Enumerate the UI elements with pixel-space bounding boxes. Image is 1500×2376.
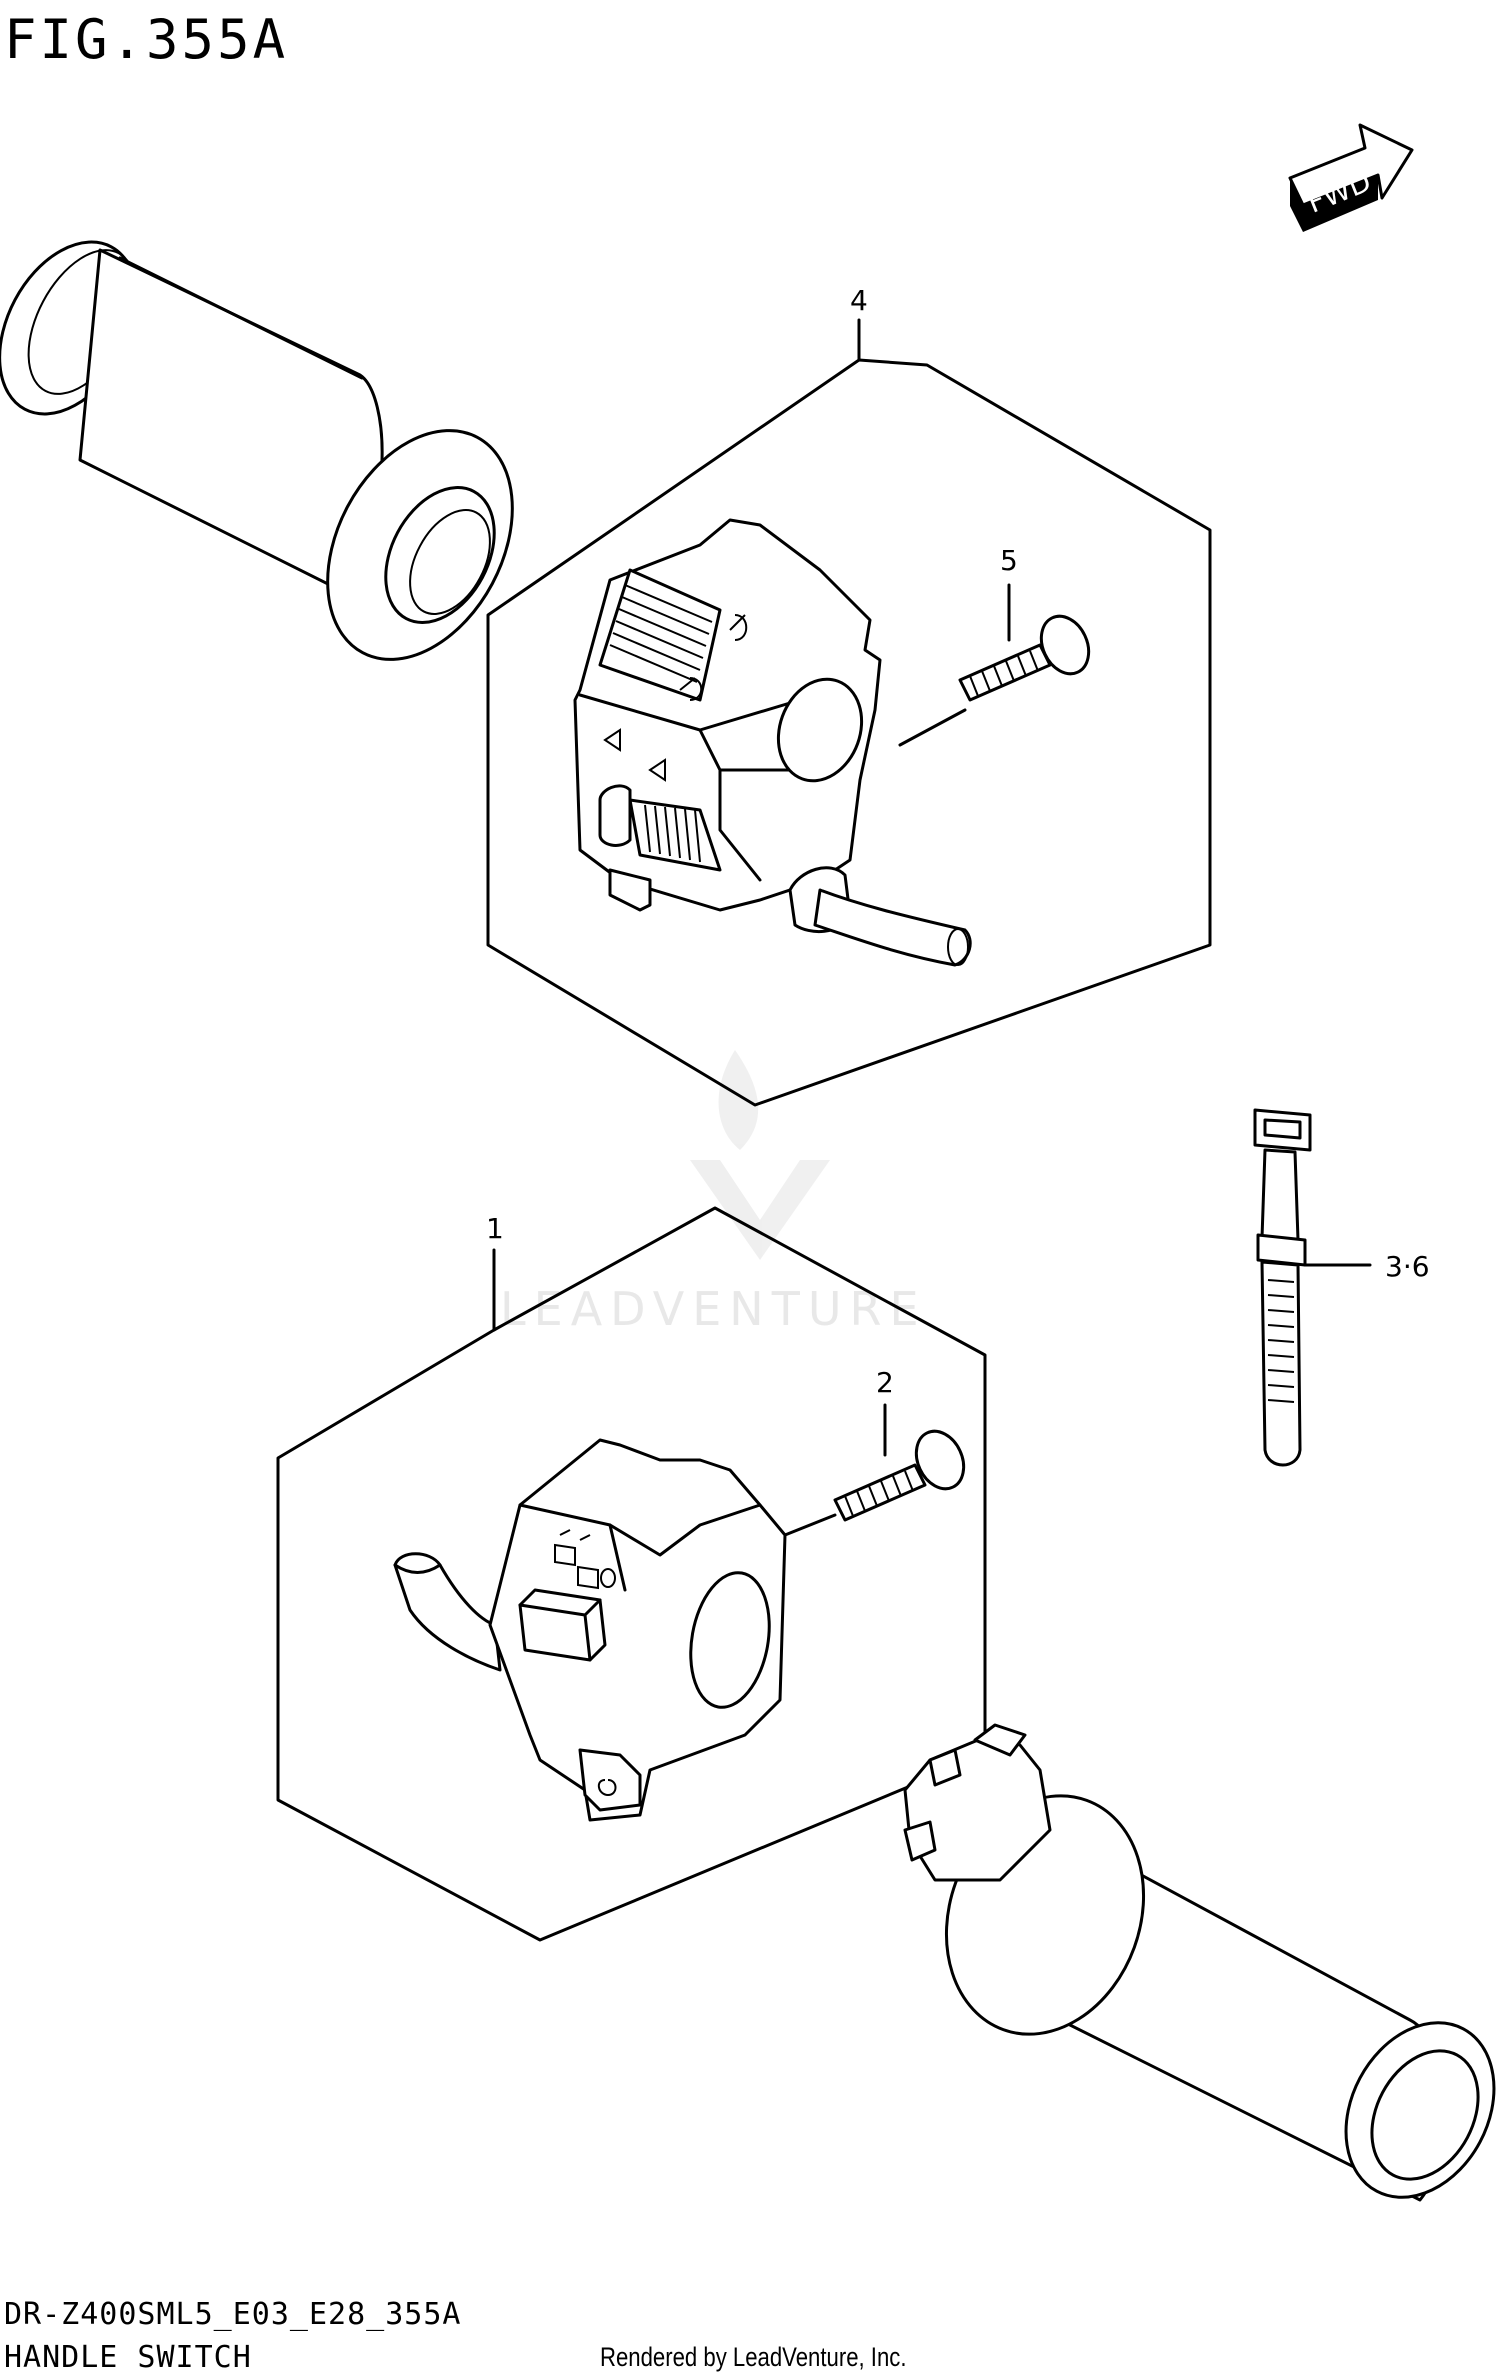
cable-tie-3-6: 3·6 xyxy=(1253,1108,1430,1467)
left-handle-switch xyxy=(393,1438,787,1822)
fwd-direction-arrow: FWD xyxy=(1288,123,1414,232)
figure-code: DR-Z400SML5_E03_E28_355A xyxy=(4,2297,462,2332)
left-grip xyxy=(0,240,514,661)
right-handle-switch xyxy=(573,518,972,967)
callout-1: 1 xyxy=(486,1212,504,1245)
figure-name: HANDLE SWITCH xyxy=(4,2340,252,2375)
callout-5: 5 xyxy=(1000,544,1018,577)
screw-2: 2 xyxy=(783,1366,966,1537)
leadventure-watermark: LEADVENTURE xyxy=(500,1050,927,1336)
watermark-text: LEADVENTURE xyxy=(500,1282,927,1336)
callout-2: 2 xyxy=(876,1366,894,1399)
screw-5: 5 xyxy=(898,544,1091,747)
assembly-1-hexagon xyxy=(276,1206,987,1942)
throttle-grip xyxy=(903,1723,1496,2202)
assembly-4-hexagon xyxy=(486,358,1212,1107)
figure-title: FIG.355A xyxy=(4,8,289,71)
rendered-by-credit: Rendered by LeadVenture, Inc. xyxy=(600,2342,907,2372)
callout-4: 4 xyxy=(850,284,868,317)
callout-4-group: 4 xyxy=(486,284,1212,1107)
callout-1-group: 1 xyxy=(276,1206,987,1942)
callout-3-6: 3·6 xyxy=(1385,1250,1430,1283)
